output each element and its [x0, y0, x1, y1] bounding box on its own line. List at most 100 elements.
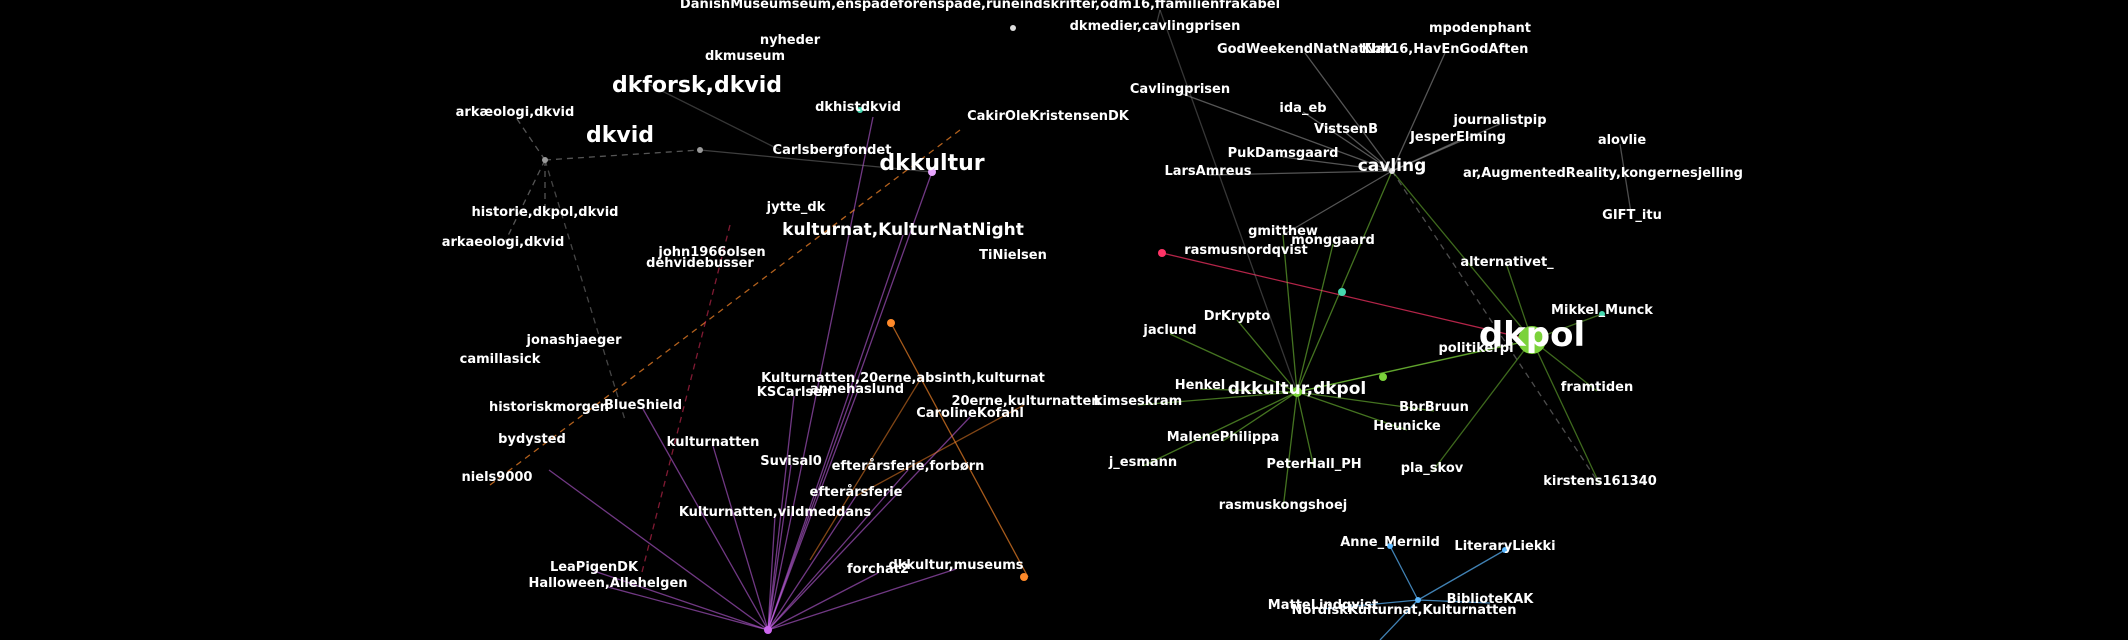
node-label-dehvidebusser[interactable]: dehvidebusser	[646, 256, 754, 271]
node-label-visitsenb[interactable]: VistsenB	[1314, 122, 1378, 137]
graph-edge	[767, 392, 858, 631]
node-label-niels9000[interactable]: niels9000	[462, 470, 533, 485]
node-label-gmitthew[interactable]: gmitthew	[1248, 224, 1318, 239]
node-label-literaryliekki[interactable]: LiteraryLiekki	[1454, 539, 1555, 554]
graph-node-marker[interactable]	[1010, 25, 1016, 31]
graph-node-marker[interactable]	[1415, 597, 1421, 603]
node-label-pukdamsgaard[interactable]: PukDamsgaard	[1228, 146, 1339, 161]
node-label-annemernild[interactable]: Anne_Mernild	[1340, 535, 1440, 550]
node-label-kulturnattenvild[interactable]: Kulturnatten,vildmeddans	[679, 505, 872, 520]
node-label-dkhistdkvid[interactable]: dkhistdkvid	[815, 100, 901, 115]
node-label-godweekend[interactable]: GodWeekendNatNatNak	[1217, 42, 1393, 57]
node-label-jaclund[interactable]: jaclund	[1142, 323, 1196, 338]
node-label-dkkulturmuseums[interactable]: dkkultur,museums	[888, 558, 1023, 573]
graph-edge	[1282, 391, 1298, 510]
graph-node-marker[interactable]	[1292, 387, 1302, 397]
node-label-historiedkpol[interactable]: historie,dkpol,dkvid	[472, 205, 619, 220]
node-label-jyttedk[interactable]: jytte_dk	[766, 200, 826, 215]
node-label-alovlie[interactable]: alovlie	[1598, 133, 1647, 148]
node-label-dkkultur[interactable]: dkkultur	[879, 151, 984, 176]
node-label-journalistpip[interactable]: journalistpip	[1452, 113, 1546, 128]
node-label-blueshield[interactable]: BlueShield	[604, 398, 682, 413]
node-label-dkvid[interactable]: dkvid	[586, 123, 654, 148]
node-label-danish[interactable]: DanishMuseumseum,enspadeforenspade,runei…	[680, 0, 1280, 12]
node-label-tinielsen[interactable]: TiNielsen	[979, 248, 1047, 263]
node-label-rasmusnordqvist[interactable]: rasmusnordqvist	[1184, 243, 1308, 258]
node-label-mikkelmunck[interactable]: Mikkel_Munck	[1551, 303, 1653, 318]
node-label-kbh16[interactable]: Kbh16,HavEnGodAften	[1362, 42, 1529, 57]
node-label-plaskov[interactable]: pla_skov	[1401, 461, 1464, 476]
graph-node-marker[interactable]	[1518, 326, 1546, 354]
node-label-mattelindqvist[interactable]: MatteLindqvist	[1268, 598, 1378, 613]
graph-node-marker[interactable]	[1599, 311, 1605, 317]
node-label-efterarsferieforborn[interactable]: efterårsferie,forbørn	[832, 459, 985, 474]
node-label-dkmuseum[interactable]: dkmuseum	[705, 49, 785, 64]
node-label-dkmedier[interactable]: dkmedier,cavlingprisen	[1070, 19, 1241, 34]
node-label-forchat2[interactable]: forchat2	[847, 562, 909, 577]
graph-node-marker[interactable]	[1158, 249, 1166, 257]
graph-node-marker[interactable]	[857, 107, 863, 113]
node-label-kimseskram[interactable]: kimseskram	[1094, 394, 1182, 409]
node-label-cavling[interactable]: cavling	[1358, 156, 1427, 176]
graph-node-marker[interactable]	[697, 147, 703, 153]
node-label-dkkulturdkpol[interactable]: dkkultur,dkpol	[1228, 379, 1366, 399]
node-label-kirstens[interactable]: kirstens161340	[1543, 474, 1657, 489]
node-label-kscarlsen[interactable]: KSCarlsen	[757, 385, 831, 400]
node-label-carlsbergfondet[interactable]: Carlsbergfondet	[773, 143, 892, 158]
graph-node-marker[interactable]	[1502, 547, 1508, 553]
graph-node-marker[interactable]	[1387, 543, 1393, 549]
node-label-drkrypto[interactable]: DrKrypto	[1204, 309, 1271, 324]
node-label-politikerpi[interactable]: politikerpi	[1438, 341, 1513, 356]
graph-node-marker[interactable]	[928, 168, 936, 176]
node-label-kulturnatnight[interactable]: kulturnat,KulturNatNight	[782, 220, 1024, 240]
node-label-rasmuskongshoej[interactable]: rasmuskongshoej	[1219, 498, 1347, 513]
node-label-jesmann[interactable]: j_esmann	[1108, 455, 1177, 470]
node-label-kulturnatten[interactable]: kulturnatten	[667, 435, 760, 450]
graph-edge	[1222, 391, 1298, 442]
node-label-camillasick[interactable]: camillasick	[460, 352, 541, 367]
node-label-arvr[interactable]: ar,AugmentedReality,kongernesjelling	[1463, 166, 1743, 181]
node-label-bydysted[interactable]: bydysted	[498, 432, 566, 447]
node-label-arkaeologidkvid2[interactable]: arkaeologi,dkvid	[442, 235, 565, 250]
graph-node-marker[interactable]	[1338, 288, 1346, 296]
node-label-historiskmorgen[interactable]: historiskmorgen	[489, 400, 609, 415]
graph-node-marker[interactable]	[764, 626, 772, 634]
node-label-bibliotekak[interactable]: BiblioteKAK	[1447, 592, 1535, 607]
graph-node-marker[interactable]	[1379, 373, 1387, 381]
node-label-suvisal0[interactable]: Suvisal0	[760, 454, 822, 469]
node-label-john1966olsen[interactable]: john1966olsen	[657, 245, 765, 260]
node-label-cavlingprisen[interactable]: Cavlingprisen	[1130, 82, 1230, 97]
node-label-idaeb[interactable]: ida_eb	[1279, 101, 1326, 116]
node-label-nordiskkulturnat[interactable]: NordiskKulturnat,Kulturnatten	[1292, 603, 1517, 618]
node-label-arkaeologidkvid1[interactable]: arkæologi,dkvid	[456, 105, 575, 120]
node-label-mpodenphant[interactable]: mpodenphant	[1429, 21, 1531, 36]
node-label-nyheder[interactable]: nyheder	[760, 33, 821, 48]
node-label-20ernekulturnatten[interactable]: 20erne,kulturnatten	[951, 394, 1100, 409]
node-label-larsamreus[interactable]: LarsAmreus	[1164, 164, 1251, 179]
node-label-jonashjaeger[interactable]: jonashjaeger	[526, 333, 623, 348]
node-label-carolinekofahl[interactable]: CarolineKofahl	[916, 406, 1024, 421]
graph-node-marker[interactable]	[1020, 573, 1028, 581]
graph-node-marker[interactable]	[542, 157, 548, 163]
node-label-halloween[interactable]: Halloween,Allehelgen	[528, 576, 687, 591]
node-label-efterarsferie[interactable]: efterårsferie	[810, 485, 903, 500]
node-label-monggaard[interactable]: monggaard	[1291, 233, 1375, 248]
graph-node-marker[interactable]	[1389, 168, 1395, 174]
node-label-peterhallph[interactable]: PeterHall_PH	[1266, 457, 1361, 472]
node-label-dkforsk[interactable]: dkforsk,dkvid	[612, 73, 782, 98]
graph-node-marker[interactable]	[887, 319, 895, 327]
node-label-giftitu[interactable]: GIFT_itu	[1602, 208, 1662, 223]
node-label-annehaslund[interactable]: annehaslund	[810, 382, 904, 397]
node-label-leapigendk[interactable]: LeaPigenDK	[550, 560, 639, 575]
node-label-henkel[interactable]: Henkel	[1175, 378, 1226, 393]
node-label-bbrbruun[interactable]: BbrBruun	[1399, 400, 1469, 415]
node-label-dkpol[interactable]: dkpol	[1479, 315, 1585, 355]
node-label-jesperelming[interactable]: JesperElming	[1409, 130, 1506, 145]
node-label-malenephilippa[interactable]: MalenePhilippa	[1167, 430, 1280, 445]
node-label-kulturnatten20erne[interactable]: Kulturnatten,20erne,absinth,kulturnat	[761, 371, 1045, 386]
node-label-cakirkristensen[interactable]: CakirOleKristensenDK	[967, 109, 1130, 124]
node-label-heunicke[interactable]: Heunicke	[1373, 419, 1441, 434]
node-label-alternativet[interactable]: alternativet_	[1460, 255, 1554, 270]
node-label-framtiden[interactable]: framtiden	[1561, 380, 1633, 395]
graph-edge	[1296, 243, 1334, 393]
